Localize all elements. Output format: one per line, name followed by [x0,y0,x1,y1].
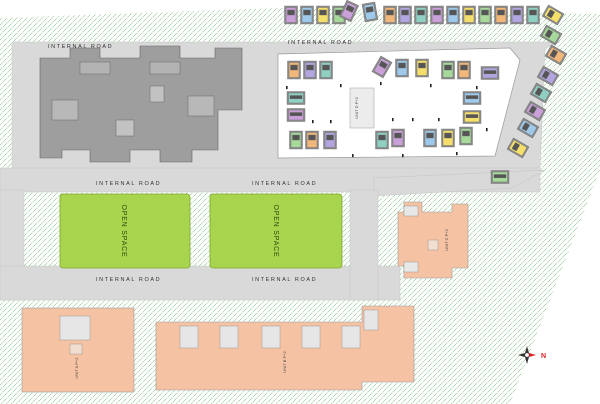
unit-c-label: UNIT C P+2 [444,228,449,250]
parked-car [462,110,482,124]
road-label-north-east: INTERNAL ROAD [288,40,353,46]
parked-car [398,5,412,25]
parked-car [539,24,563,46]
parking-pillar [312,120,314,124]
unit-a-label: UNIT A P+2 [74,357,79,379]
parked-car [430,5,444,25]
parked-car [523,100,547,122]
unit-b-building [155,305,415,391]
open-space-label-1: OPEN SPACE [120,205,127,258]
parked-car [383,5,397,25]
parked-car [462,5,476,25]
parked-car [478,5,492,25]
parked-car [536,65,560,87]
parking-cars [284,0,568,184]
parked-car [287,60,301,80]
road-label-north-west: INTERNAL ROAD [48,44,113,50]
open-space-lawn-2 [209,193,343,269]
parked-car [284,5,298,25]
parked-car [316,5,330,25]
unit-b-label: UNIT B P+2 [282,351,287,373]
parking-pillar [352,154,354,158]
parking-pillar [392,118,394,122]
open-space-lawn-1 [59,193,191,269]
parking-pillar [412,118,414,122]
parked-car [305,130,319,150]
unit-c-building [397,201,469,279]
road-label-middle-east: INTERNAL ROAD [252,181,317,187]
parked-car [395,58,409,78]
parking-pillar [438,118,440,122]
parking-pillar [402,154,404,158]
parking-pillar [486,128,488,132]
parked-car [494,5,508,25]
parking-pillar [330,120,332,124]
road-label-south-west: INTERNAL ROAD [96,277,161,283]
road-label-south-east: INTERNAL ROAD [252,277,317,283]
parking-pillar [380,82,382,86]
parked-car [526,5,540,25]
parked-car [414,5,428,25]
parked-car [323,130,337,150]
parking-pillar [476,86,478,90]
parked-car [415,58,429,78]
parked-car [446,5,460,25]
parked-car [462,91,482,105]
parked-car [544,44,568,66]
parked-car [391,128,405,148]
north-label: N [541,353,546,360]
parked-car [371,55,393,79]
north-compass: N [518,346,546,364]
parked-car [441,128,455,148]
parking-pillar [340,84,342,88]
parked-car [286,108,306,122]
parked-car [510,5,524,25]
parking-pillar [456,152,458,156]
parked-car [516,117,540,139]
compass-rose-icon [518,346,536,364]
parked-car [459,126,473,146]
parked-car [339,0,359,23]
parked-car [490,170,510,184]
parked-car [457,60,471,80]
parked-car [375,130,389,150]
parked-car [361,1,379,23]
open-space-label-2: OPEN SPACE [272,205,279,258]
parked-car [289,130,303,150]
unit-a-building [21,307,135,393]
parked-car [441,60,455,80]
parked-car [423,128,437,148]
residential-block [39,45,243,163]
parked-car [541,4,565,26]
parked-car [506,137,530,159]
parked-car [303,60,317,80]
parked-car [480,66,500,80]
parked-car [300,5,314,25]
unit-d-label: UNIT D P+2 [354,96,359,118]
parking-pillar [286,86,288,90]
parked-car [286,91,306,105]
parked-car [529,82,553,104]
parking-pillar [430,84,432,88]
parking-pillars [286,82,488,158]
parked-car [319,60,333,80]
road-label-middle-west: INTERNAL ROAD [96,181,161,187]
